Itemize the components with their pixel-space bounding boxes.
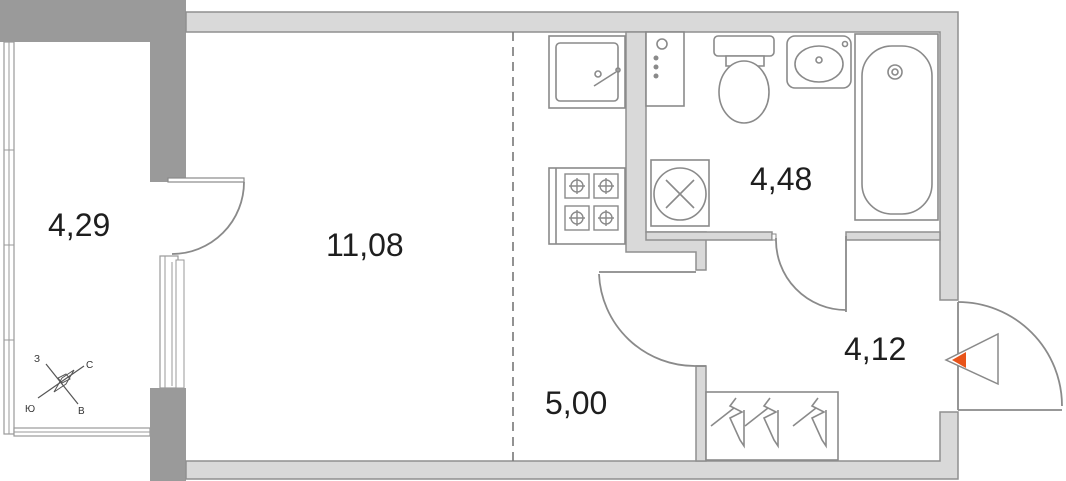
- balcony-door: [167, 177, 245, 255]
- compass: З С Ю В: [25, 354, 93, 417]
- living-room-area-label: 11,08: [326, 227, 404, 263]
- washbasin: [786, 35, 852, 89]
- bathtub: [854, 33, 939, 221]
- washing-machine: [650, 159, 710, 227]
- balcony: [3, 41, 151, 437]
- wardrobe: [705, 391, 839, 461]
- kitchen-area-label: 5,00: [545, 385, 607, 421]
- stove: [548, 167, 626, 245]
- kitchen-door: [598, 271, 706, 367]
- compass-east: В: [78, 406, 85, 417]
- bathroom-area-label: 4,48: [750, 161, 812, 197]
- kitchen-sink: [548, 35, 626, 109]
- living-room-window: [159, 255, 185, 389]
- washing-column: [645, 31, 685, 107]
- entrance-marker: [944, 332, 999, 386]
- toilet: [713, 35, 775, 124]
- compass-west: З: [34, 354, 40, 365]
- hallway-area-label: 4,12: [844, 331, 906, 367]
- compass-south: Ю: [25, 404, 35, 415]
- compass-north: С: [86, 360, 93, 371]
- exterior-walls: [0, 0, 186, 481]
- balcony-area-label: 4,29: [48, 207, 110, 243]
- bathroom-door: [771, 233, 847, 312]
